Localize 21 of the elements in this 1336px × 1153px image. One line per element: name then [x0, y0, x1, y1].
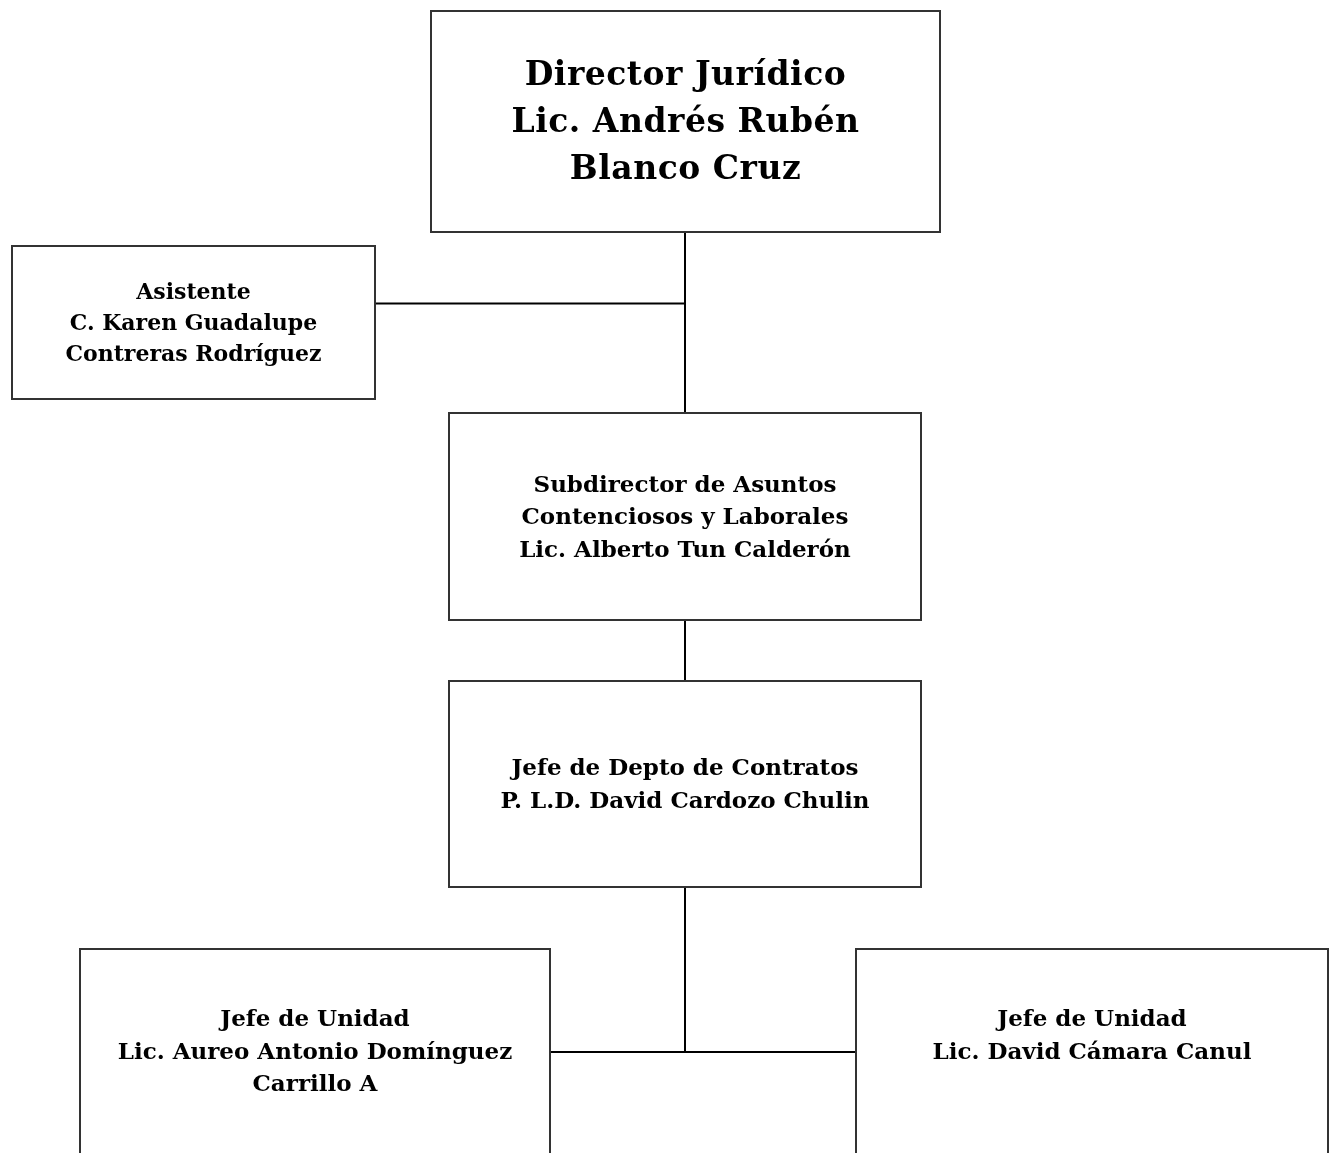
position-title: Director Jurídico [524, 53, 847, 96]
person-name: Lic. David Cámara Canul [932, 1035, 1252, 1066]
position-title: Subdirector de Asuntos Contenciosos y Laborales [520, 468, 850, 532]
org-box [855, 948, 1329, 1153]
person-name: Lic. Andrés Rubén Blanco Cruz [510, 100, 861, 189]
org-box [430, 10, 941, 233]
org-box [79, 948, 551, 1153]
person-name: C. Karen Guadalupe Contreras Rodríguez [64, 307, 323, 369]
person-name: P. L.D. David Cardozo Chulin [500, 785, 870, 815]
person-name: Lic. Aureo Antonio Domínguez Carrillo A [116, 1035, 514, 1099]
person-name: Lic. Alberto Tun Calderón [519, 533, 851, 564]
connector-line [684, 887, 856, 1053]
position-title: Jefe de Unidad [220, 1003, 410, 1033]
position-title: Asistente [136, 276, 251, 306]
org-box [448, 412, 922, 621]
connector-line [684, 620, 686, 681]
org-box [11, 245, 376, 400]
position-title: Jefe de Unidad [997, 1003, 1187, 1033]
connector-line [375, 232, 686, 305]
position-title: Jefe de Depto de Contratos [511, 752, 859, 783]
org-box [448, 680, 922, 888]
